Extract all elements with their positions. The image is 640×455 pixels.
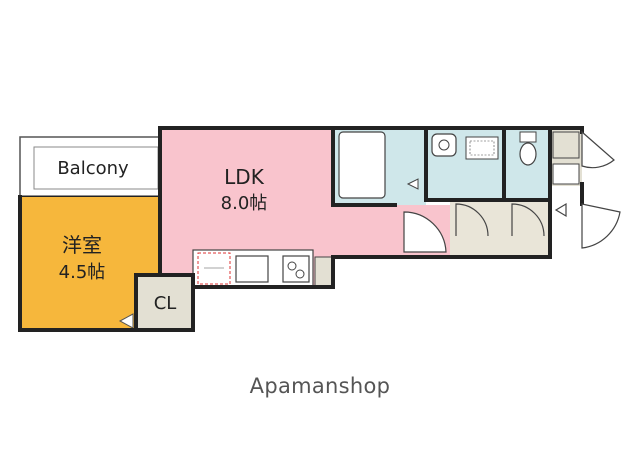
western-room-size: 4.5帖 xyxy=(59,262,106,283)
doors xyxy=(403,130,621,253)
ldk-name: LDK xyxy=(224,165,265,189)
fridge-space-icon xyxy=(197,252,231,285)
bathtub-icon xyxy=(338,131,386,199)
balcony-label: Balcony xyxy=(57,158,129,179)
toilet-door-icon xyxy=(511,203,545,237)
storage-door-icon xyxy=(581,130,615,169)
washroom xyxy=(426,128,504,200)
washer-space-icon xyxy=(465,136,499,160)
ldk-room: LDK 8.0帖 xyxy=(160,128,450,287)
watermark: Apamanshop xyxy=(249,374,391,398)
stove-icon xyxy=(282,255,310,283)
ldk-door-icon xyxy=(403,211,447,253)
entrance-door-icon xyxy=(581,203,621,249)
closet-label: CL xyxy=(154,293,177,314)
washroom-door-icon xyxy=(455,203,489,237)
sink-icon xyxy=(431,133,457,157)
western-room-name: 洋室 xyxy=(62,233,102,257)
ldk-size: 8.0帖 xyxy=(221,193,268,214)
kitchen-counter xyxy=(192,249,334,288)
entrance xyxy=(450,128,582,257)
walls xyxy=(18,126,584,332)
balcony: Balcony xyxy=(19,136,161,199)
kitchen-sink-icon xyxy=(235,255,269,283)
bathroom xyxy=(333,128,426,205)
western-room: 洋室 4.5帖 xyxy=(20,197,160,330)
toilet-icon xyxy=(519,142,537,166)
closet: CL xyxy=(136,275,193,330)
toilet xyxy=(504,128,550,200)
